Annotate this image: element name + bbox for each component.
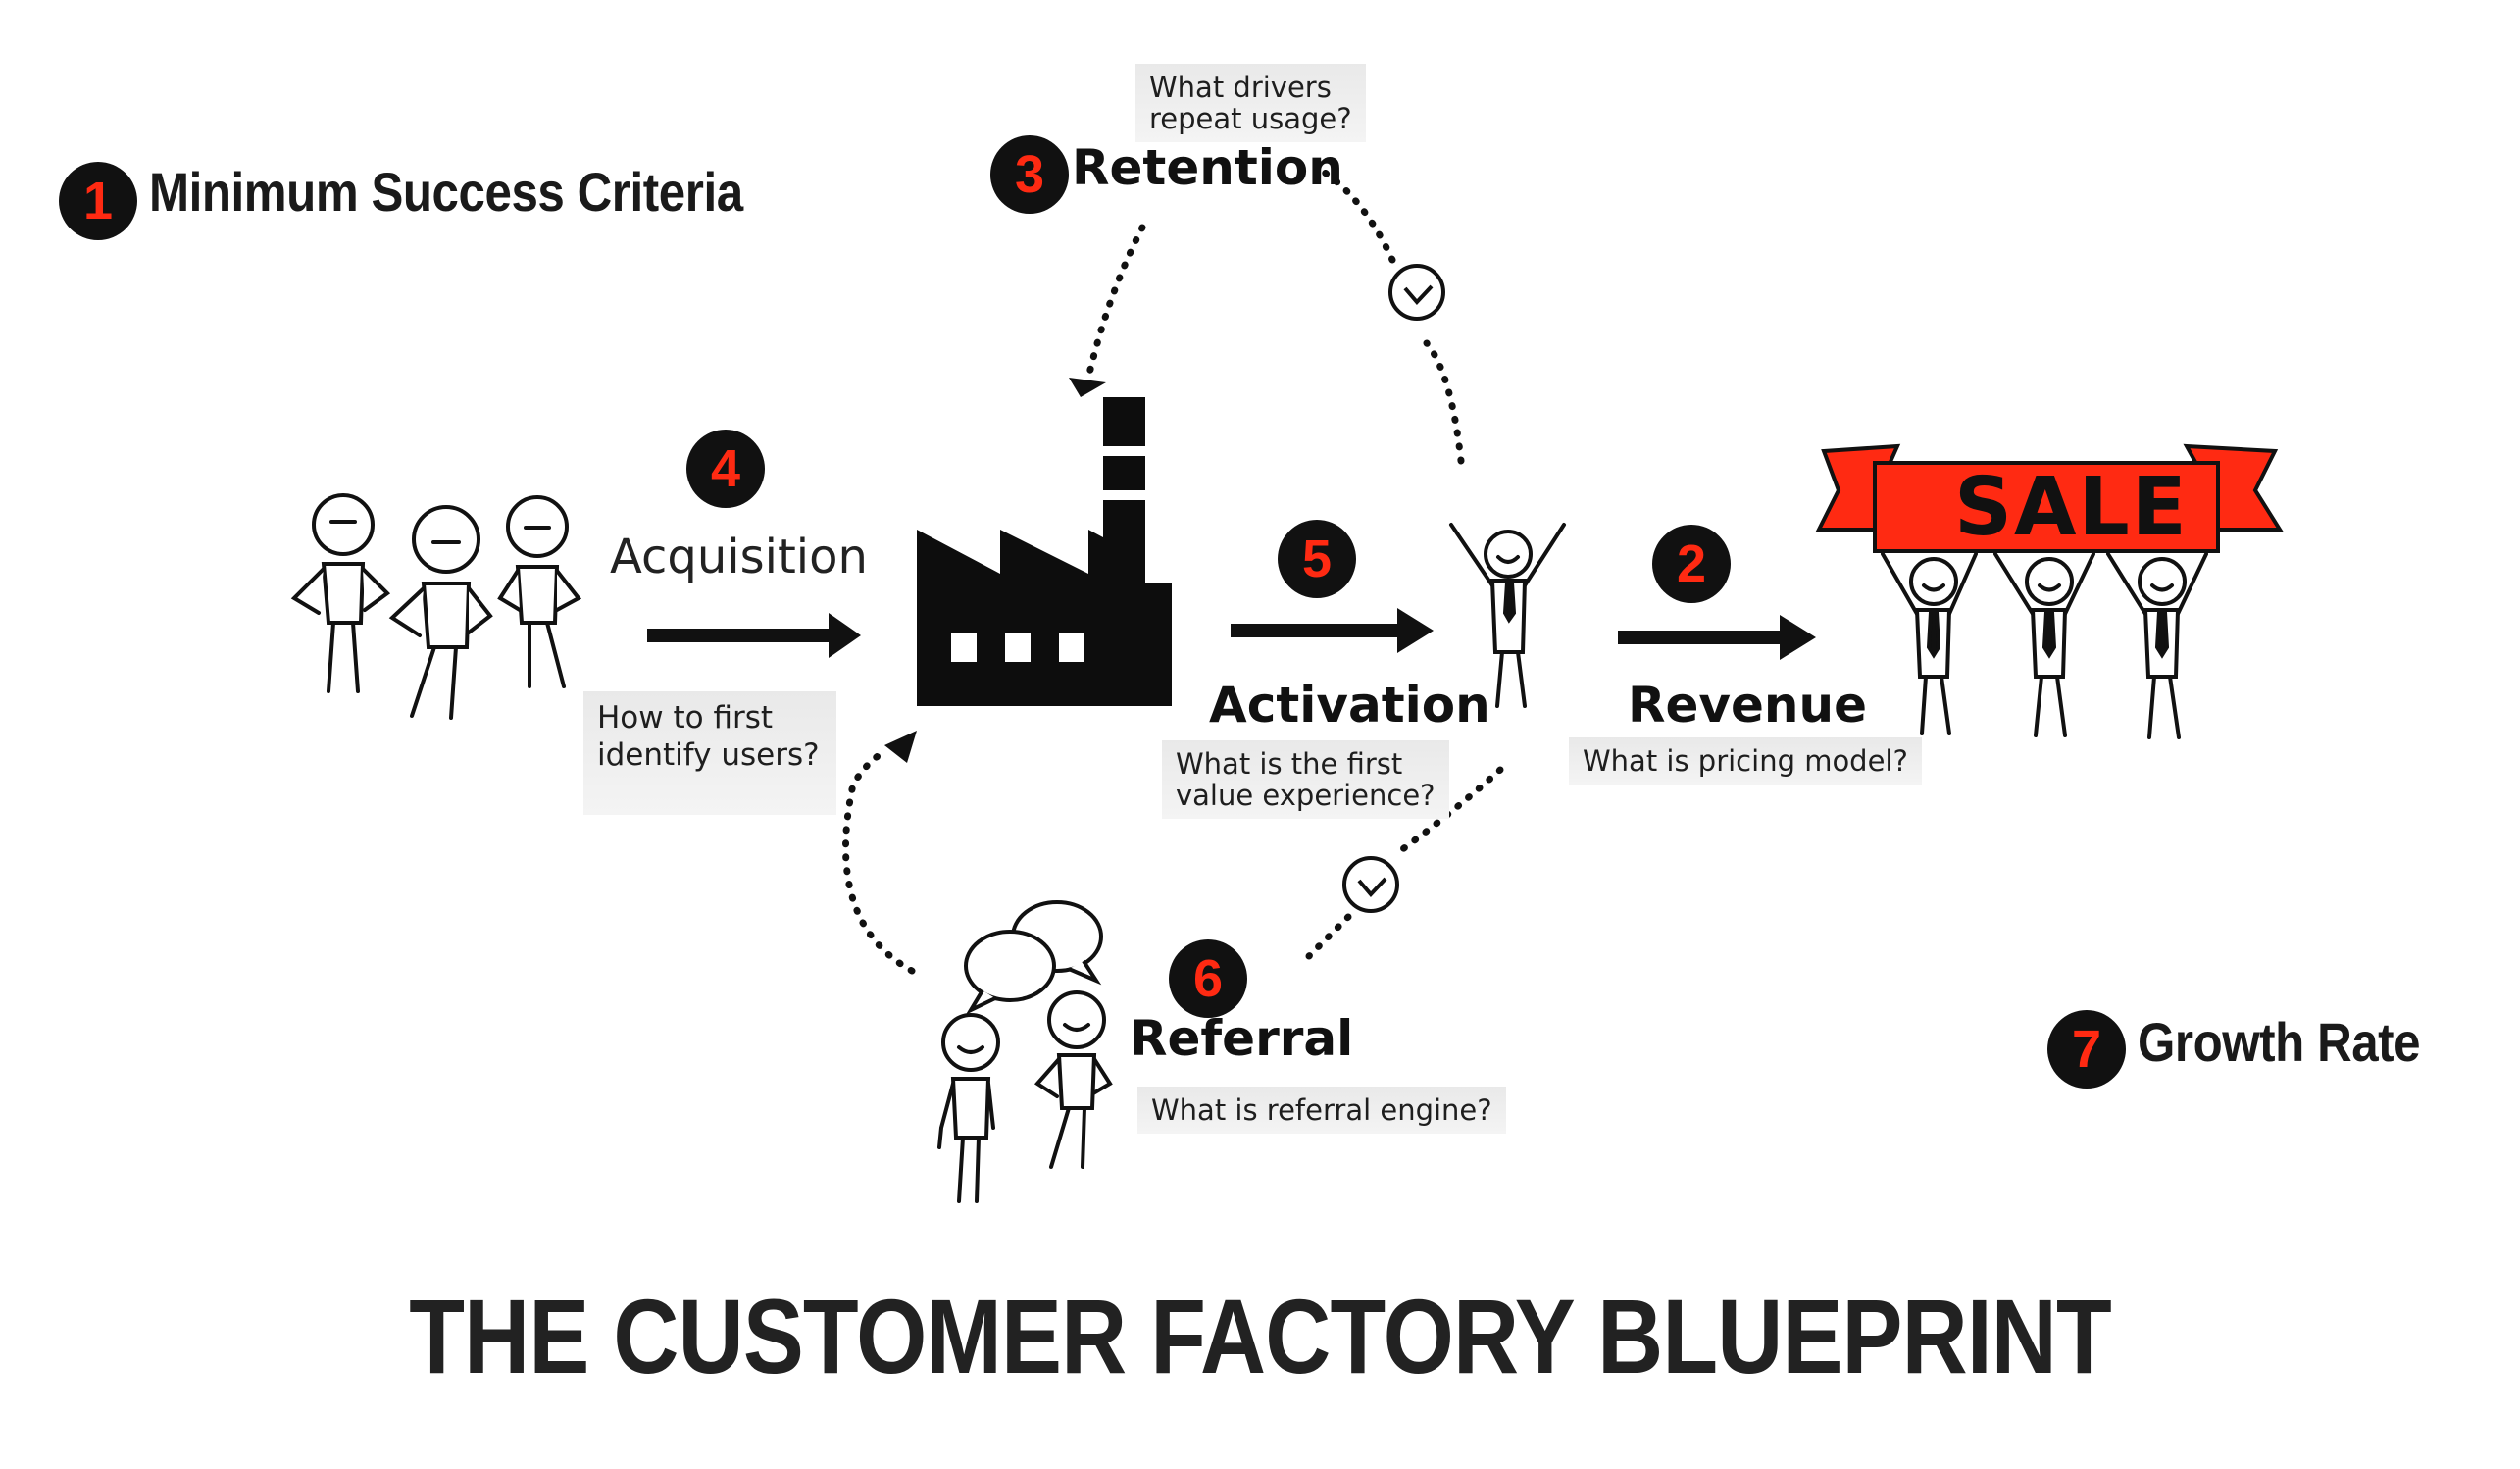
sale-banner	[1815, 443, 2284, 553]
stick-figure	[497, 495, 582, 688]
referral-return-path	[842, 746, 916, 975]
retention-loop-path	[1315, 165, 1396, 264]
acquisition-badge: 4	[686, 430, 765, 508]
retention-question: What drivers repeat usage?	[1135, 64, 1366, 142]
stick-figure	[937, 1013, 1000, 1203]
activation-question: What is the first value experience?	[1162, 740, 1449, 819]
retention-badge: 3	[990, 135, 1069, 214]
referral-arrowhead	[884, 731, 917, 763]
revenue-arrowhead	[1780, 615, 1816, 660]
referral-figures	[937, 990, 1113, 1203]
referral-loop-path	[1393, 766, 1504, 857]
revenue-figures	[1881, 552, 2208, 739]
sale-banner-text: SALE	[1954, 461, 2189, 554]
referral-label: Referral	[1130, 1010, 1354, 1067]
acquisition-question: How to first identify users?	[583, 691, 836, 815]
stick-figure	[1033, 990, 1113, 1169]
stick-figure	[1881, 552, 1978, 735]
stick-figure	[2106, 552, 2208, 739]
metric-growth-rate: Growth Rate	[2138, 1011, 2421, 1073]
acquisition-arrowhead	[829, 613, 861, 658]
revenue-badge: 2	[1652, 525, 1731, 603]
retention-label: Retention	[1072, 139, 1343, 196]
factory-icon	[917, 397, 1172, 706]
retention-loop-path	[1423, 339, 1465, 465]
referral-loop-path	[1305, 913, 1352, 960]
revenue-question: What is pricing model?	[1569, 737, 1922, 785]
retention-return-path	[1084, 224, 1146, 381]
clock-icon	[1342, 856, 1399, 913]
clock-icon	[1388, 264, 1445, 321]
stick-figure	[1993, 552, 2095, 737]
stick-figure	[388, 505, 493, 720]
acquisition-label: Acquisition	[610, 530, 868, 584]
metric-badge-7: 7	[2047, 1010, 2126, 1089]
page-title: THE CUSTOMER FACTORY BLUEPRINT	[0, 1275, 2520, 1397]
retention-arrowhead	[1069, 378, 1106, 397]
referral-badge: 6	[1169, 939, 1247, 1018]
activation-arrowhead	[1397, 608, 1434, 653]
page-title-text: THE CUSTOMER FACTORY BLUEPRINT	[409, 1277, 2111, 1395]
speech-bubble-icon	[964, 900, 1103, 1015]
stick-figure	[290, 493, 391, 693]
activation-label: Activation	[1209, 677, 1490, 734]
referral-question: What is referral engine?	[1137, 1087, 1506, 1134]
metric-minimum-success-criteria: Minimum Success Criteria	[149, 161, 743, 223]
activated-user-figure	[1449, 523, 1566, 708]
metric-badge-1: 1	[59, 162, 137, 240]
activation-badge: 5	[1278, 520, 1356, 598]
revenue-label: Revenue	[1628, 677, 1868, 734]
user-group-figures	[290, 493, 582, 720]
